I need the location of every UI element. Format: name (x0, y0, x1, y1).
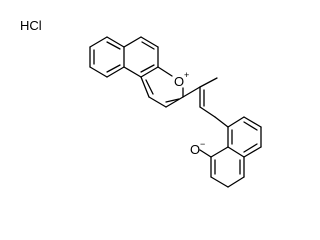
oxide-atom: O − (190, 139, 205, 157)
hcl-label: HCl (20, 18, 42, 33)
chemical-structure: HCl O + (20, 18, 262, 188)
propenyl-linker (182, 77, 218, 118)
oxonium-label: O (174, 74, 184, 89)
oxonium-charge: + (184, 70, 189, 80)
oxide-charge: − (200, 139, 205, 149)
naphthol-lower-ring (199, 146, 245, 188)
pyrylium-ring (140, 66, 184, 108)
oxonium-atom: O + (174, 70, 189, 89)
naphthol-upper-ring (214, 116, 262, 158)
naphthopyran-middle-ring (123, 36, 159, 78)
oxide-label: O (190, 142, 200, 157)
naphthopyran-benzo-ring (89, 36, 125, 78)
